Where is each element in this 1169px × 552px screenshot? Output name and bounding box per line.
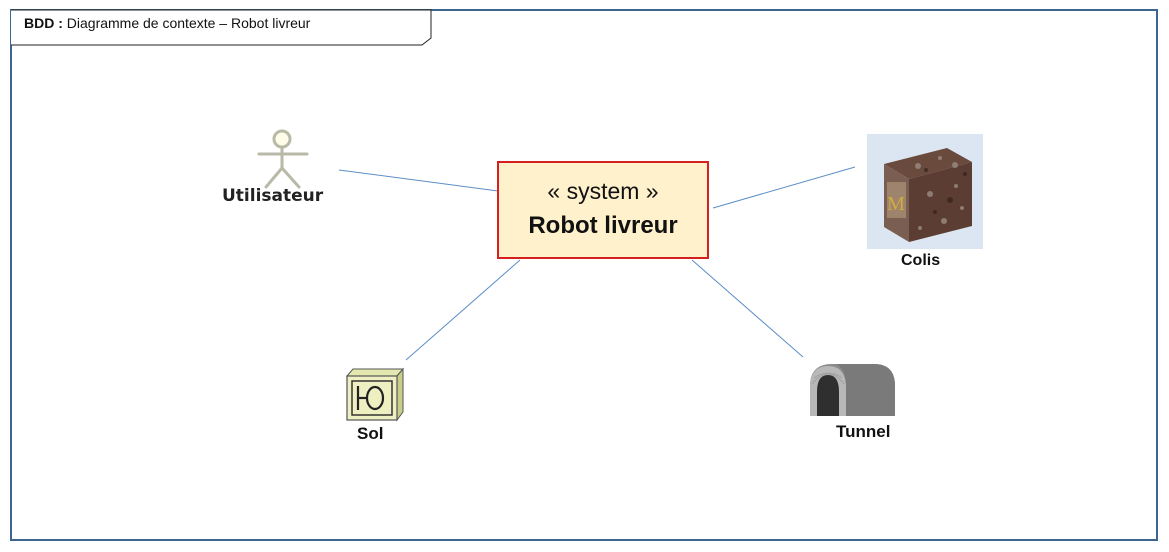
connector-sol [405,259,521,361]
actor-label-tunnel: Tunnel [836,422,891,441]
system-block[interactable]: « system » Robot livreur [497,161,709,259]
actor-label-colis: Colis [901,252,941,269]
frame-title-text: Diagramme de contexte – Robot livreur [66,15,311,31]
actor-label-utilisateur: Utilisateur [222,186,324,206]
frame-title-tab [11,9,432,46]
actor-label-sol: Sol [357,424,384,443]
connector-tunnel [691,259,804,358]
connector-utilisateur [338,169,499,192]
svg-text:M: M [887,193,905,215]
stick-figure-icon [257,129,309,189]
frame-title: BDD : Diagramme de contexte – Robot livr… [24,15,310,31]
system-name: Robot livreur [528,212,678,239]
tunnel-icon [810,364,895,416]
diagram-frame [10,9,1158,541]
system-stereotype: « system » [547,178,659,204]
connector-colis [712,166,856,209]
frame-kind: BDD : [24,15,63,31]
block-icon [345,367,405,422]
crate-cube-icon: M [867,134,983,249]
